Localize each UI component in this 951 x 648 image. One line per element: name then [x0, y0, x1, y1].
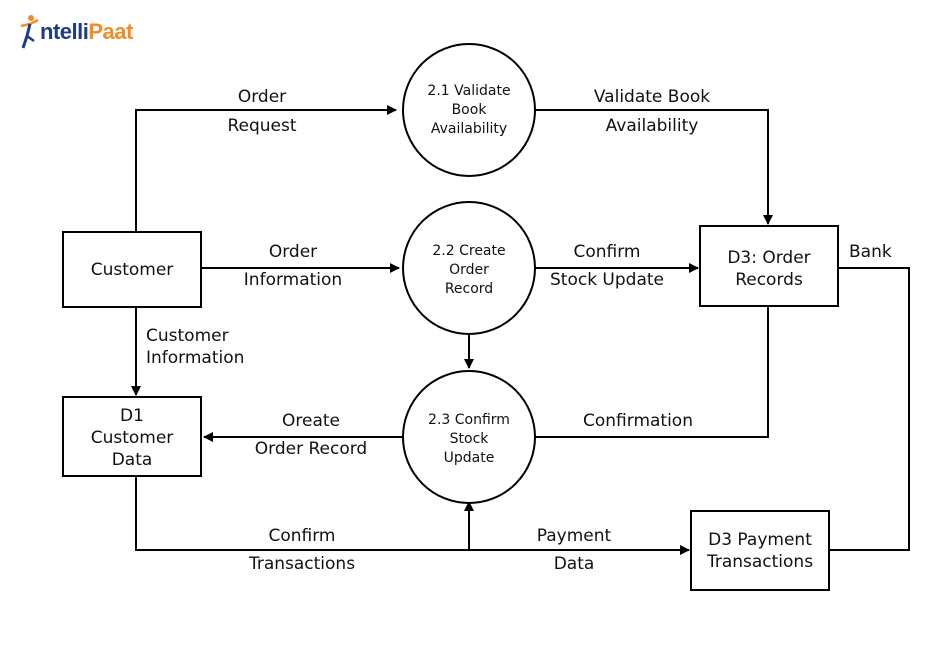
process-2-1-line-3: Availability: [431, 121, 507, 137]
flow-confirmation: [534, 306, 769, 438]
intellipaat-logo: ntelliPaat: [18, 12, 133, 52]
process-2-3: 2.3 Confirm Stock Update: [402, 370, 536, 504]
label-order-information-1: Order: [269, 242, 317, 262]
store-d1-line-2: Customer: [91, 428, 174, 448]
store-d3-order-line-1: D3: Order: [727, 248, 810, 268]
process-2-1-line-1: 2.1 Validate: [427, 83, 510, 99]
store-d3-order-records: D3: Order Records: [699, 225, 839, 307]
flow-confirm-transactions: [135, 476, 474, 551]
process-2-3-line-2: Stock: [450, 431, 490, 447]
label-confirm-stock-1: Confirm: [573, 242, 640, 262]
label-bank: Bank: [849, 242, 892, 262]
label-confirm-transactions-2: Transactions: [248, 554, 355, 574]
entity-customer-label: Customer: [91, 260, 174, 280]
process-2-2-line-3: Record: [445, 281, 493, 297]
flow-order-request: [135, 105, 397, 232]
store-d1-line-1: D1: [120, 406, 144, 426]
process-2-3-line-1: 2.3 Confirm: [428, 412, 510, 428]
process-2-2-line-1: 2.2 Create: [432, 243, 505, 259]
process-2-2: 2.2 Create Order Record: [402, 201, 536, 335]
logo-figure-icon: [20, 15, 39, 49]
store-d3-payment-line-1: D3 Payment: [708, 530, 812, 550]
store-d3-payment-transactions: D3 Payment Transactions: [690, 510, 830, 591]
label-order-information-2: Information: [244, 270, 342, 290]
label-confirm-transactions-1: Confirm: [268, 526, 335, 546]
label-create-order-record-2: Order Record: [255, 439, 367, 459]
label-validate-book-2: Availability: [606, 116, 699, 136]
store-d3-payment-line-2: Transactions: [706, 552, 813, 572]
flow-bank: [829, 267, 910, 551]
entity-customer: Customer: [62, 231, 202, 308]
process-2-3-line-3: Update: [444, 450, 495, 466]
label-order-request-2: Request: [227, 116, 296, 136]
flow-validate-book: [535, 109, 773, 225]
label-confirmation: Confirmation: [583, 411, 693, 431]
logo-text: ntelliPaat: [40, 19, 133, 44]
label-customer-information-1: Customer: [146, 326, 229, 346]
process-2-1-line-2: Book: [452, 102, 488, 118]
store-d1-line-3: Data: [112, 450, 153, 470]
store-d1-customer-data: D1 Customer Data: [62, 396, 202, 477]
label-order-request-1: Order: [238, 87, 286, 107]
label-confirm-stock-2: Stock Update: [550, 270, 664, 290]
process-2-2-line-2: Order: [449, 262, 489, 278]
label-validate-book-1: Validate Book: [594, 87, 710, 107]
label-payment-data-1: Payment: [537, 526, 612, 546]
store-d3-order-line-2: Records: [735, 270, 803, 290]
process-2-1: 2.1 Validate Book Availability: [402, 43, 536, 177]
label-payment-data-2: Data: [554, 554, 595, 574]
label-create-order-record-1: Oreate: [282, 411, 340, 431]
label-customer-information-2: Information: [146, 348, 244, 368]
